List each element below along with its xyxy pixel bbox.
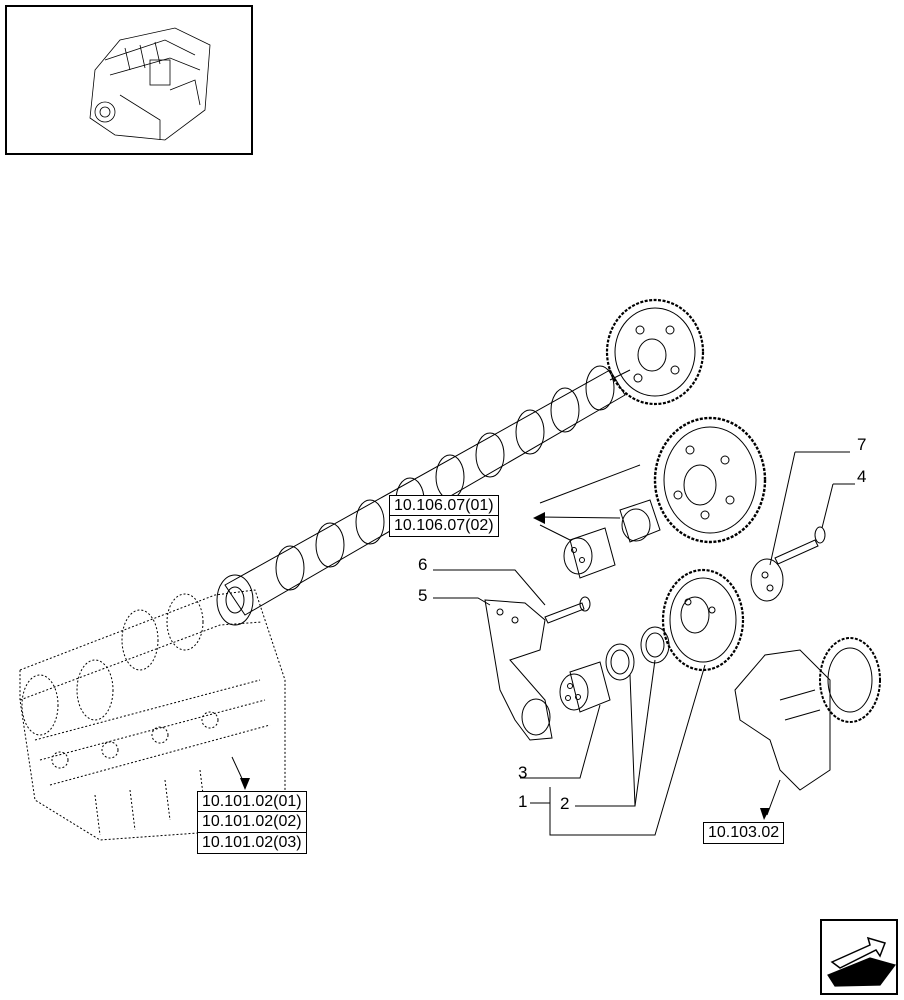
callout-7: 7 — [857, 435, 867, 454]
ref-box[interactable]: 10.101.02(01) — [197, 790, 307, 813]
callout-1: 1 — [518, 792, 528, 811]
ref-cylinder-block: 10.101.02(01) 10.101.02(02) 10.101.02(03… — [197, 790, 307, 854]
screw-6 — [544, 596, 591, 624]
next-page-arrow-icon[interactable] — [820, 919, 898, 995]
ref-crankshaft[interactable]: 10.103.02 — [703, 822, 785, 844]
engine-thumbnail-icon — [5, 5, 253, 155]
leader-lines — [231, 451, 855, 836]
camshaft-gear — [605, 298, 705, 406]
callout-4: 4 — [857, 467, 867, 486]
thrust-washer — [750, 558, 784, 602]
ref-camshaft-gears: 10.106.07(01) 10.106.07(02) — [389, 494, 499, 537]
support-bracket — [484, 599, 553, 741]
callout-6: 6 — [418, 555, 428, 574]
leader-arrowheads — [240, 512, 770, 820]
callout-3: 3 — [518, 763, 528, 782]
crankshaft — [734, 637, 881, 791]
hub-3 — [559, 661, 611, 713]
ref-box[interactable]: 10.106.07(02) — [389, 515, 499, 537]
ref-box[interactable]: 10.101.02(02) — [197, 811, 307, 833]
idler-gear-upper — [653, 416, 767, 544]
callout-5: 5 — [418, 586, 428, 605]
camshaft — [216, 365, 631, 626]
idler-gear-lower — [661, 568, 745, 672]
screw-4 — [774, 526, 826, 565]
ref-box[interactable]: 10.101.02(03) — [197, 831, 307, 854]
bushing-upper — [563, 499, 661, 579]
ref-box[interactable]: 10.106.07(01) — [389, 494, 499, 517]
bushings-2 — [605, 626, 670, 681]
callout-2: 2 — [560, 794, 570, 813]
